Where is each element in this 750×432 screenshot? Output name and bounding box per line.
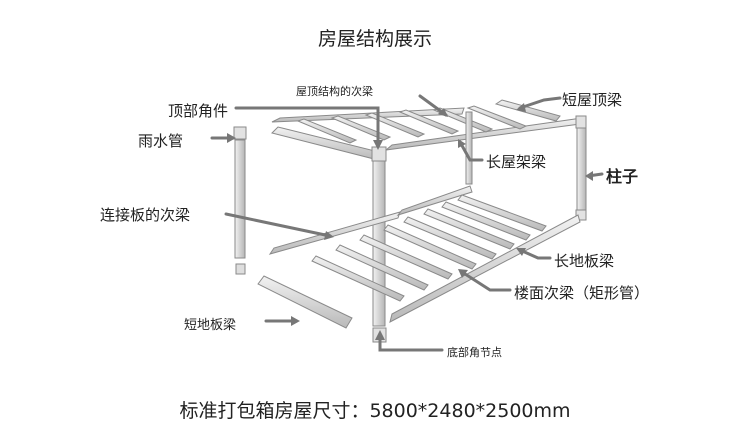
arrowhead — [516, 103, 526, 112]
floor-secondary-beam — [359, 234, 453, 280]
column-front-right — [576, 127, 587, 213]
short-floor-beam — [257, 275, 353, 329]
roof-secondary-beam — [466, 105, 528, 130]
arrowhead — [438, 108, 448, 117]
arrowhead — [585, 171, 593, 181]
roof-secondary-beam — [330, 115, 392, 141]
floor-secondary-beam — [383, 224, 477, 270]
label-bottom-corner-node: 底部角节点 — [447, 346, 502, 359]
label-rain-pipe: 雨水管 — [138, 132, 184, 150]
bottom-corner-node — [575, 209, 587, 221]
leader-arrows — [210, 94, 604, 352]
arrow-short-roof-beam — [518, 96, 562, 110]
floor-secondary-beam — [457, 194, 547, 232]
label-top-corner-fitting: 顶部角件 — [168, 102, 229, 120]
arrow-top-corner-fitting — [234, 106, 380, 148]
arrowhead — [324, 231, 334, 240]
roof-secondary-beam — [364, 112, 426, 138]
arrow-long-floor-beam — [518, 248, 552, 260]
label-long-floor-beam: 长地板梁 — [554, 252, 615, 270]
label-floor-secondary-beam: 楼面次梁（矩形管） — [514, 284, 650, 302]
label-roof-secondary-beam: 屋顶结构的次梁 — [296, 85, 373, 98]
arrowhead — [458, 139, 466, 148]
short-roof-top-beam — [494, 99, 561, 122]
column-rear — [465, 111, 473, 185]
arrowhead — [516, 248, 526, 256]
label-short-roof-beam: 短屋顶梁 — [562, 91, 623, 109]
roof-secondary-beam — [296, 118, 358, 144]
roof-secondary-beam — [398, 109, 460, 135]
arrowhead — [227, 133, 236, 143]
diagram-title: 房屋结构展示 — [317, 28, 432, 50]
label-long-roof-frame-beam: 长屋架梁 — [486, 153, 547, 171]
label-connecting-plate-secondary-beam: 连接板的次梁 — [100, 206, 191, 224]
label-column: 柱子 — [606, 167, 639, 186]
arrowhead — [375, 330, 385, 340]
column-base-block — [235, 263, 246, 275]
floor-secondary-beam — [423, 208, 515, 250]
top-corner-fitting — [371, 146, 387, 162]
column-left-separate — [234, 139, 246, 259]
arrowhead — [291, 316, 300, 326]
floor-secondary-beam — [403, 216, 497, 260]
arrow-long-roof-frame-beam — [458, 140, 484, 162]
arrow-heads — [227, 103, 593, 340]
arrowhead — [373, 140, 383, 150]
top-corner-fitting — [575, 115, 587, 129]
top-corner-fitting — [233, 126, 247, 140]
arrow-floor-secondary-beam — [460, 270, 512, 292]
roof-frame — [233, 99, 587, 162]
arrowhead — [458, 269, 468, 278]
floor-secondary-beam — [311, 255, 405, 302]
back-floor-beam — [396, 185, 473, 216]
label-short-floor-beam: 短地板梁 — [184, 318, 237, 333]
floor-secondary-beam — [335, 244, 429, 291]
floor-secondary-beam — [441, 201, 531, 241]
arrow-bottom-corner-node — [378, 332, 444, 352]
long-floor-beam — [389, 214, 581, 323]
floor-frame — [257, 185, 581, 329]
size-caption: 标准打包箱房屋尺寸：5800*2480*2500mm — [179, 400, 571, 422]
arrow-connecting-plate — [224, 212, 332, 238]
